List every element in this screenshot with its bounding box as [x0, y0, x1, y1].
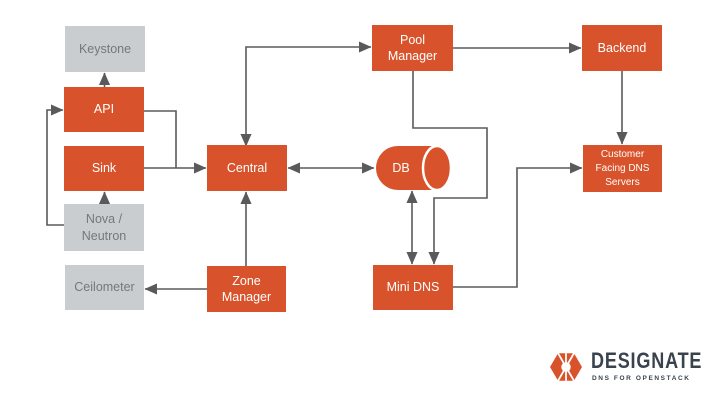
node-api-label: API [93, 102, 115, 117]
node-db-label: DB [392, 160, 410, 175]
node-keystone: Keystone [65, 26, 145, 72]
node-db: DB [375, 146, 427, 190]
node-backend: Backend [582, 25, 662, 71]
edge-poolmgr-minidns [412, 71, 488, 265]
edge-minidns-customer [453, 162, 583, 288]
node-api: API [64, 87, 144, 132]
node-central: Central [207, 145, 287, 191]
node-pool-manager: Pool Manager [372, 25, 453, 71]
node-nova-neutron-label: Nova / Neutron [81, 212, 127, 243]
db-cylinder-shape [376, 144, 453, 192]
node-zone-manager: Zone Manager [207, 266, 286, 312]
edge-nova-api-loop [46, 104, 64, 226]
node-sink: Sink [64, 146, 144, 191]
node-customer-facing-dns-servers-label: Customer Facing DNS Servers [595, 148, 650, 188]
designate-hexagon-icon [550, 352, 582, 382]
designate-logo: DESIGNATE DNS FOR OPENSTACK [549, 348, 719, 392]
node-mini-dns-label: Mini DNS [386, 280, 440, 295]
node-zone-manager-label: Zone Manager [221, 273, 272, 305]
logo-tagline: DNS FOR OPENSTACK [592, 375, 691, 382]
node-backend-label: Backend [597, 40, 647, 55]
edge-central-poolmgr [240, 41, 372, 147]
node-ceilometer-label: Ceilometer [74, 280, 135, 295]
node-pool-manager-label: Pool Manager [387, 32, 438, 64]
node-keystone-label: Keystone [78, 41, 132, 56]
node-central-label: Central [226, 160, 268, 175]
node-sink-label: Sink [91, 161, 117, 176]
node-mini-dns: Mini DNS [373, 265, 453, 310]
edge-api-branch [144, 110, 177, 168]
node-ceilometer: Ceilometer [65, 265, 144, 310]
node-customer-facing-dns-servers: Customer Facing DNS Servers [583, 145, 662, 192]
node-nova-neutron: Nova / Neutron [64, 204, 144, 251]
logo-wordmark: DESIGNATE [591, 348, 703, 373]
